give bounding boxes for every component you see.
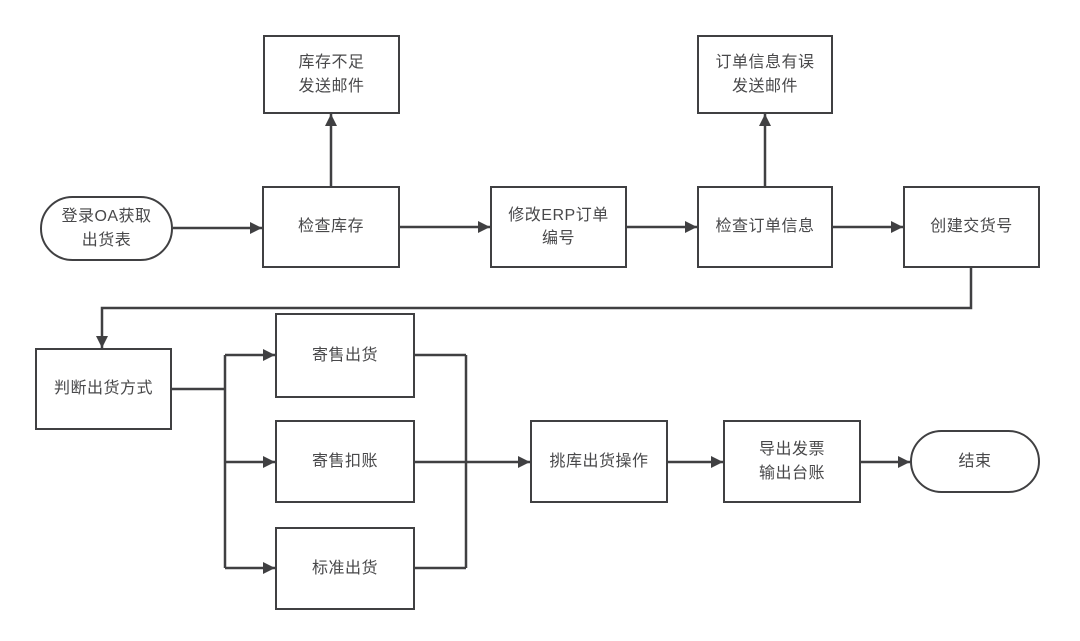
modify-erp-order-node-label: 修改ERP订单 编号: [508, 206, 609, 247]
consignment-ship-node: 寄售出货: [275, 313, 415, 398]
end-node: 结束: [910, 430, 1040, 493]
stock-email-node-label: 库存不足 发送邮件: [298, 54, 365, 95]
order-info-email-node-label: 订单信息有误 发送邮件: [715, 54, 815, 95]
start-node-label: 登录OA获取 出货表: [61, 208, 152, 249]
consignment-deduct-node: 寄售扣账: [275, 420, 415, 503]
standard-ship-node-label: 标准出货: [311, 559, 378, 577]
start-node: 登录OA获取 出货表: [40, 196, 173, 261]
pick-ship-operate-node: 挑库出货操作: [530, 420, 668, 503]
standard-ship-node: 标准出货: [275, 527, 415, 610]
create-delivery-no-node-label: 创建交货号: [930, 218, 1013, 236]
create-delivery-no-node: 创建交货号: [903, 186, 1040, 268]
check-order-info-node: 检查订单信息: [697, 186, 833, 268]
judge-ship-mode-node: 判断出货方式: [35, 348, 172, 430]
check-order-info-node-label: 检查订单信息: [715, 218, 815, 236]
stock-email-node: 库存不足 发送邮件: [263, 35, 400, 114]
order-info-email-node: 订单信息有误 发送邮件: [697, 35, 833, 114]
export-invoice-ledger-node-label: 导出发票 输出台账: [758, 441, 825, 482]
pick-ship-operate-node-label: 挑库出货操作: [549, 452, 649, 470]
judge-ship-mode-node-label: 判断出货方式: [53, 380, 153, 398]
edge-create-delivery-to-judge-mode: [96, 268, 973, 348]
export-invoice-ledger-node: 导出发票 输出台账: [723, 420, 861, 503]
check-stock-node: 检查库存: [262, 186, 400, 268]
consignment-ship-node-label: 寄售出货: [311, 346, 378, 364]
end-node-label: 结束: [958, 452, 992, 470]
consignment-deduct-node-label: 寄售扣账: [311, 452, 378, 470]
check-stock-node-label: 检查库存: [297, 218, 364, 236]
modify-erp-order-node: 修改ERP订单 编号: [490, 186, 627, 268]
